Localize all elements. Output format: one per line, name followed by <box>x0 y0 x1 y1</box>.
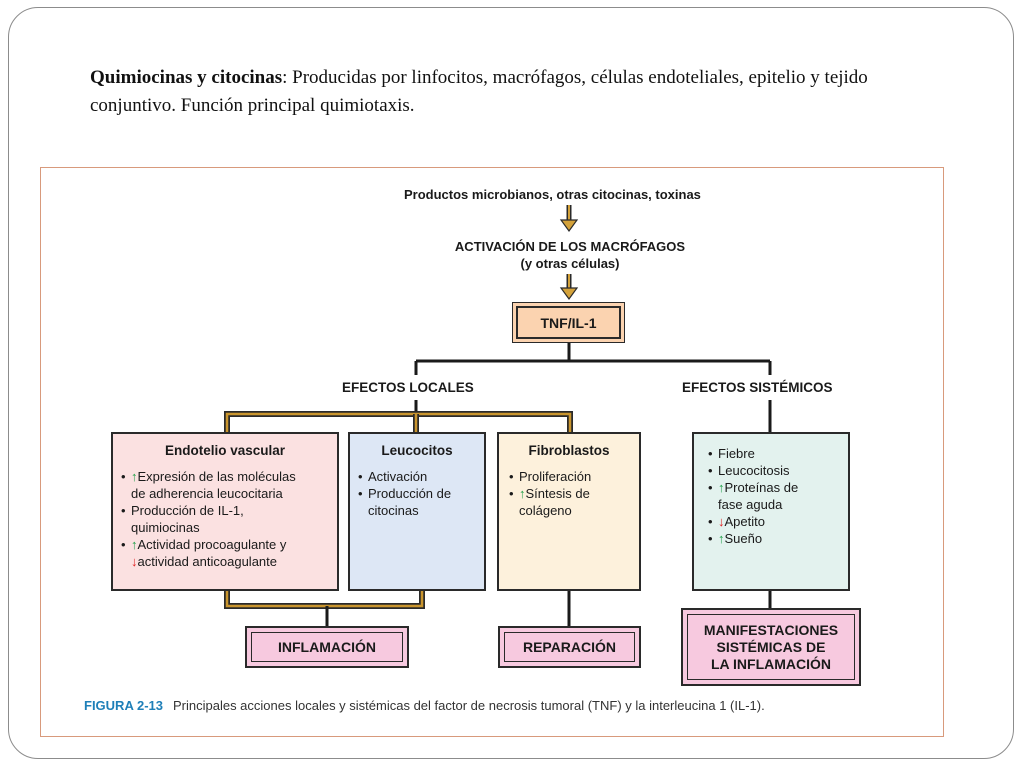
systemic-effects-label: EFECTOS SISTÉMICOS <box>682 380 833 395</box>
decrease-arrow-icon: ↓ <box>718 514 725 529</box>
input-label: Productos microbianos, otras citocinas, … <box>404 187 701 202</box>
list-item: ↑Proteínas de <box>708 479 848 496</box>
outcome-lines <box>325 591 772 626</box>
fibroblasts-list: Proliferación ↑Síntesis de colágeno <box>509 468 639 519</box>
systemic-outcome-line-2: SISTÉMICAS DE <box>716 638 826 655</box>
increase-arrow-icon: ↑ <box>131 537 138 552</box>
inflammation-bracket <box>224 589 425 609</box>
leukocytes-list: Activación Producción de citocinas <box>358 468 484 519</box>
endothelium-list: ↑Expresión de las moléculas de adherenci… <box>121 468 337 570</box>
list-item: colágeno <box>519 503 572 518</box>
inflammation-label: INFLAMACIÓN <box>278 638 376 655</box>
systemic-outcome-box: MANIFESTACIONES SISTÉMICAS DE LA INFLAMA… <box>681 608 861 686</box>
list-item: Leucocitosis <box>708 462 848 479</box>
systemic-outcome-line-3: LA INFLAMACIÓN <box>710 655 832 672</box>
repair-outcome-box: REPARACIÓN <box>498 626 641 668</box>
systemic-list: Fiebre Leucocitosis ↑Proteínas de fase a… <box>708 445 848 547</box>
repair-label: REPARACIÓN <box>522 638 617 655</box>
slide-title: Quimiocinas y citocinas: Producidas por … <box>90 64 950 120</box>
mediator-box: TNF/IL-1 <box>512 302 625 343</box>
list-item: fase aguda <box>718 497 783 512</box>
systemic-box: Fiebre Leucocitosis ↑Proteínas de fase a… <box>692 432 850 591</box>
arrow-down-2 <box>559 274 579 301</box>
local-effects-label: EFECTOS LOCALES <box>342 380 474 395</box>
local-effects-bracket <box>224 411 573 432</box>
title-text: : Producidas por linfocitos, macrófagos,… <box>90 67 868 116</box>
increase-arrow-icon: ↑ <box>718 480 725 495</box>
leukocytes-box: Leucocitos Activación Producción de cito… <box>348 432 486 591</box>
mediator-label: TNF/IL-1 <box>540 314 597 331</box>
list-item: Producción de IL-1, <box>121 502 337 519</box>
figure-caption: FIGURA 2-13 Principales acciones locales … <box>84 698 765 713</box>
list-item: de adherencia leucocitaria <box>131 486 283 501</box>
list-item: ↑Sueño <box>708 530 848 547</box>
activation-line-1: ACTIVACIÓN DE LOS MACRÓFAGOS <box>454 239 686 254</box>
list-item: ↓Apetito <box>708 513 848 530</box>
activation-line-2: (y otras células) <box>520 256 620 271</box>
list-item: ↓actividad anticoagulante <box>131 554 277 569</box>
figure-number: FIGURA 2-13 <box>84 698 163 713</box>
list-item: Fiebre <box>708 445 848 462</box>
systemic-outcome-line-1: MANIFESTACIONES <box>703 621 839 638</box>
list-item: quimiocinas <box>131 520 200 535</box>
list-item: ↑Actividad procoagulante y <box>121 536 337 553</box>
inflammation-outcome-box: INFLAMACIÓN <box>245 626 409 668</box>
decrease-arrow-icon: ↓ <box>131 554 138 569</box>
list-item: Activación <box>358 468 484 485</box>
increase-arrow-icon: ↑ <box>718 531 725 546</box>
endothelium-title: Endotelio vascular <box>164 443 286 458</box>
leukocytes-title: Leucocitos <box>381 443 453 458</box>
arrow-down-1 <box>559 205 579 233</box>
increase-arrow-icon: ↑ <box>131 469 138 484</box>
endothelium-box: Endotelio vascular ↑Expresión de las mol… <box>111 432 339 591</box>
list-item: Producción de <box>358 485 484 502</box>
list-item: ↑Síntesis de <box>509 485 639 502</box>
list-item: citocinas <box>368 503 419 518</box>
activation-label: ACTIVACIÓN DE LOS MACRÓFAGOS (y otras cé… <box>430 238 710 272</box>
fibroblasts-box: Fibroblastos Proliferación ↑Síntesis de … <box>497 432 641 591</box>
caption-text: Principales acciones locales y sistémica… <box>172 698 765 713</box>
list-item: ↑Expresión de las moléculas <box>121 468 337 485</box>
fibroblasts-title: Fibroblastos <box>528 443 610 458</box>
title-term: Quimiocinas y citocinas <box>90 67 283 88</box>
increase-arrow-icon: ↑ <box>519 486 526 501</box>
list-item: Proliferación <box>509 468 639 485</box>
